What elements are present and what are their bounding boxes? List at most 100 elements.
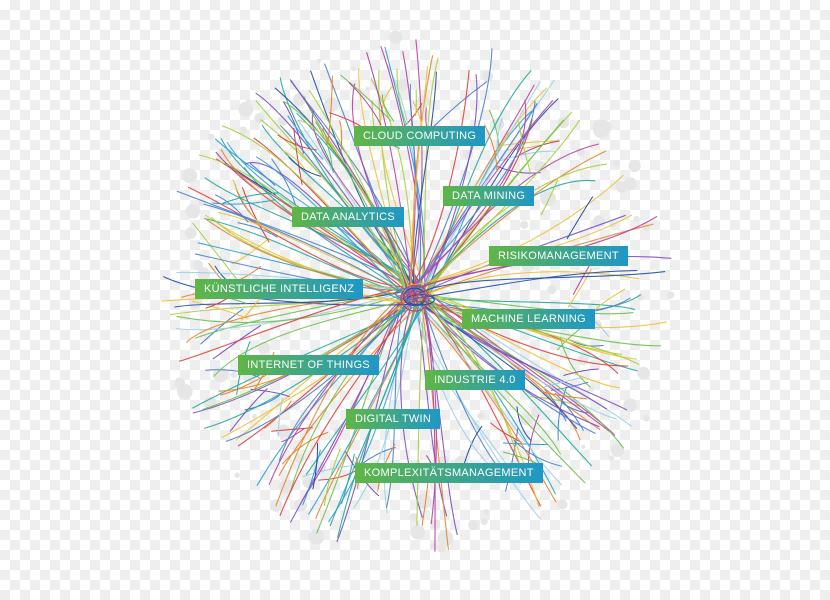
network-twig [488,109,500,148]
network-twig [302,449,321,506]
network-line [410,66,428,306]
background-dot [540,190,556,207]
label-cloud-computing: CLOUD COMPUTING [354,126,486,146]
background-dot [593,122,609,138]
network-twig [560,401,588,414]
background-dot [612,159,620,167]
label-data-mining: DATA MINING [443,186,535,206]
network-line [221,125,415,297]
background-dot [252,414,257,419]
background-dot [482,71,493,82]
background-dot [520,413,533,426]
network-line [283,100,407,295]
background-dot [623,398,637,412]
network-twig [513,439,563,467]
background-dot [608,455,615,462]
network-twig [315,121,333,168]
network-line [297,119,412,300]
network-line [412,55,434,299]
network-line [413,269,638,300]
background-dot [197,267,210,280]
network-twig [490,422,522,443]
background-dot [208,133,215,141]
background-dot [468,519,479,531]
background-dot [410,524,426,540]
network-line [261,124,422,287]
network-twig [396,68,407,125]
network-line [206,219,418,303]
network-line [414,179,596,297]
background-dot [641,222,651,232]
network-line [194,253,406,291]
network-line [413,302,661,347]
network-line [174,289,410,308]
network-line [416,298,426,526]
background-dot [610,443,625,458]
label-machine-learning: MACHINE LEARNING [462,309,595,329]
network-line [308,89,408,302]
background-dot [261,195,277,211]
background-dot [174,377,186,389]
network-twig [518,121,531,173]
background-dot [192,260,203,271]
background-dot [212,367,229,383]
network-line [176,190,421,291]
background-dot [480,517,488,525]
network-lines [161,39,672,552]
background-dot [184,227,197,239]
label-komplexitaetsmanagement: KOMPLEXITÄTSMANAGEMENT [355,463,543,483]
background-dot [415,493,432,510]
network-line [404,287,637,360]
network-twig [484,124,498,173]
hub-loop [412,290,427,303]
background-dot [351,66,357,72]
network-twig [317,137,334,173]
background-dot [277,116,288,126]
network-line [419,57,439,296]
background-dot [185,204,201,219]
background-dot [409,513,418,522]
network-twig [312,442,319,490]
label-data-analytics: DATA ANALYTICS [292,207,405,227]
background-dot [238,101,254,117]
background-dot [633,215,640,222]
network-twig [281,428,305,443]
network-twig [293,127,303,185]
network-line [298,119,414,300]
background-dot [365,86,370,91]
network-line [424,296,610,432]
network-twig [339,120,343,152]
network-twig [566,196,594,240]
label-kuenstliche-intelligenz: KÜNSTLICHE INTELLIGENZ [195,279,364,299]
network-line [316,288,407,534]
network-line [185,289,419,343]
network-twig [502,442,548,446]
network-line [417,292,629,367]
background-dot [388,30,403,44]
network-line [417,287,556,495]
network-line [192,303,420,409]
network-twig [232,179,268,232]
network-line [419,271,666,294]
network-twig [381,94,395,122]
network-line [163,276,424,306]
network-twig [192,222,240,283]
network-twig [282,431,329,465]
background-dot [581,444,586,449]
network-twig [327,75,333,145]
hub-loop [395,287,425,301]
network-twig [270,158,296,206]
background-dot [308,529,325,545]
network-line [218,296,415,392]
network-line [422,103,538,292]
background-dot [587,304,593,310]
network-twig [541,391,587,400]
network-twig [348,81,382,126]
background-dot [561,327,567,333]
background-dot [557,499,568,510]
background-dot [397,78,410,91]
background-dot [637,366,650,380]
network-line [337,295,424,538]
network-twig [341,453,355,505]
